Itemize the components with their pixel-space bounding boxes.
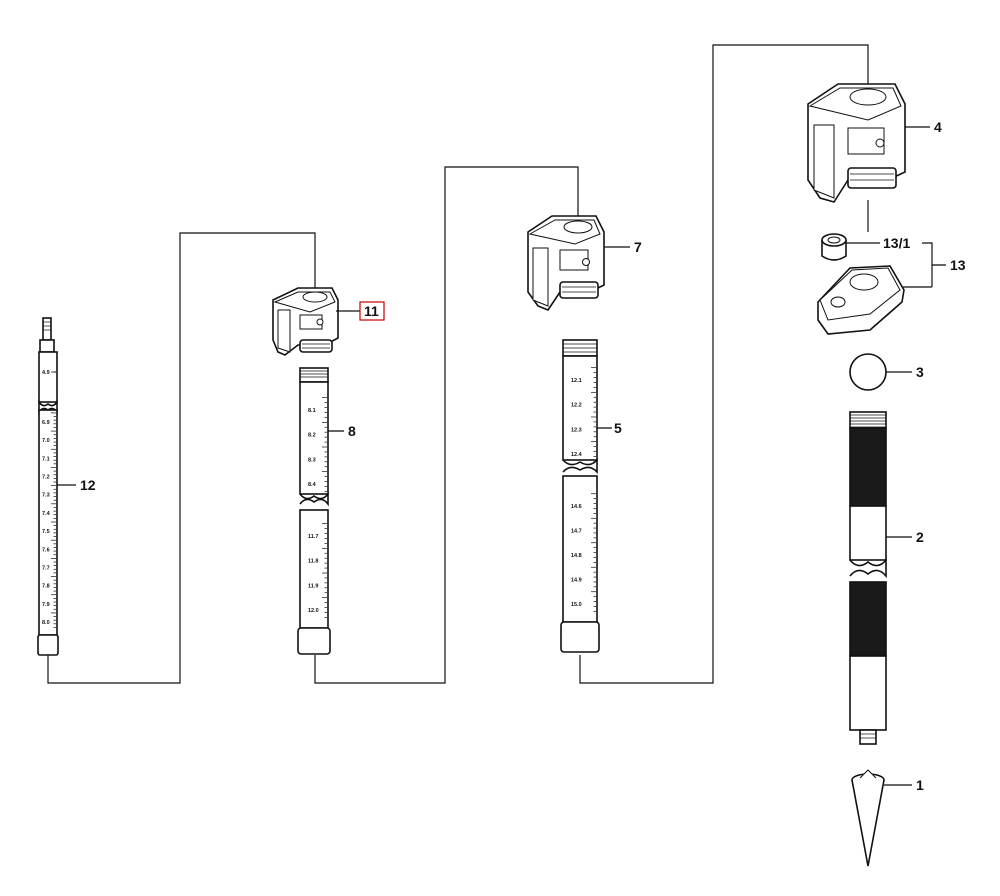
callout-8: 8: [348, 423, 356, 439]
callout-7: 7: [634, 239, 642, 255]
scale-label: 7.5: [42, 529, 50, 535]
callout-11: 11: [364, 303, 379, 319]
scale-label: 11.8: [308, 559, 318, 565]
scale-label: 8.1: [308, 408, 316, 414]
callout-2: 2: [916, 529, 924, 545]
callout-12: 12: [80, 477, 96, 493]
scale-label: 15.0: [571, 602, 582, 608]
scale-label: 12.3: [571, 427, 582, 433]
scale-label: 12.1: [571, 378, 582, 384]
scale-label: 7.0: [42, 438, 50, 444]
callout-13-1: 13/1: [883, 235, 910, 251]
scale-label: 7.8: [42, 584, 50, 590]
callout-11-highlight-box: [359, 301, 385, 321]
scale-label: 14.9: [571, 578, 582, 584]
scale-label: 7.3: [42, 493, 50, 499]
scale-label: 8.0: [42, 620, 50, 626]
part-8-scale-rod[interactable]: 8.1 8.2 8.3 8.4 11.7 11.8 11.9 12.0: [297, 367, 331, 655]
scale-label: 14.8: [571, 553, 582, 559]
part-2-threaded-rod[interactable]: [849, 411, 887, 745]
rod-12-scale: 4.9 6.9 7.0 7.1 7.2 7.3 7.4 7.5 7.6 7.7 7.8 7.9 8.0: [42, 370, 56, 628]
assembly-connector-lines: [47, 44, 869, 684]
callout-13: 13: [950, 257, 966, 273]
rod-5-scale: 12.1 12.2 12.3 12.4 14.6 14.7 14.8 14.9 15.0: [571, 367, 596, 612]
callout-3: 3: [916, 364, 924, 380]
scale-label: 8.3: [308, 457, 316, 463]
scale-label: 8.4: [308, 482, 317, 488]
scale-label: 7.6: [42, 547, 50, 553]
callout-4: 4: [934, 119, 942, 135]
scale-label: 7.2: [42, 475, 50, 481]
scale-label: 11.9: [308, 583, 318, 589]
scale-label: 6.9: [42, 420, 50, 426]
callout-5: 5: [614, 420, 622, 436]
part-3-ball[interactable]: [849, 353, 887, 391]
part-5-scale-rod[interactable]: 12.1 12.2 12.3 12.4 14.6 14.7 14.8 14.9 15.0: [560, 339, 600, 653]
scale-label: 7.9: [42, 602, 50, 608]
callout-1: 1: [916, 777, 924, 793]
part-13-1-bushing[interactable]: [821, 233, 847, 261]
scale-label: 14.7: [571, 529, 582, 535]
part-7-head[interactable]: [527, 215, 605, 311]
scale-label: 7.7: [42, 565, 50, 571]
scale-label: 11.7: [308, 534, 318, 540]
part-11-head[interactable]: [272, 287, 339, 356]
scale-label: 14.6: [571, 504, 582, 510]
scale-label: 8.2: [308, 433, 316, 439]
scale-label: 7.1: [42, 456, 50, 462]
scale-label: 4.9: [42, 370, 50, 376]
scale-label: 7.4: [42, 511, 51, 517]
rod-8-scale: 8.1 8.2 8.3 8.4 11.7 11.8 11.9 12.0: [308, 397, 327, 618]
callout-labels: 12 11 8 7 5 4 13/1 13 3 2 1: [57, 119, 966, 793]
rod-2-thread-marks: [850, 414, 886, 428]
part-12-scale-rod[interactable]: 4.9 6.9 7.0 7.1 7.2 7.3 7.4 7.5 7.6 7.7 7.8 7.9 8.0: [37, 317, 59, 656]
scale-label: 12.2: [571, 403, 582, 409]
part-1-spike-tip[interactable]: [851, 769, 885, 867]
scale-label: 12.0: [308, 608, 319, 614]
scale-label: 12.4: [571, 452, 583, 458]
part-13-base-plate[interactable]: [817, 265, 905, 335]
part-4-head[interactable]: [807, 83, 906, 203]
